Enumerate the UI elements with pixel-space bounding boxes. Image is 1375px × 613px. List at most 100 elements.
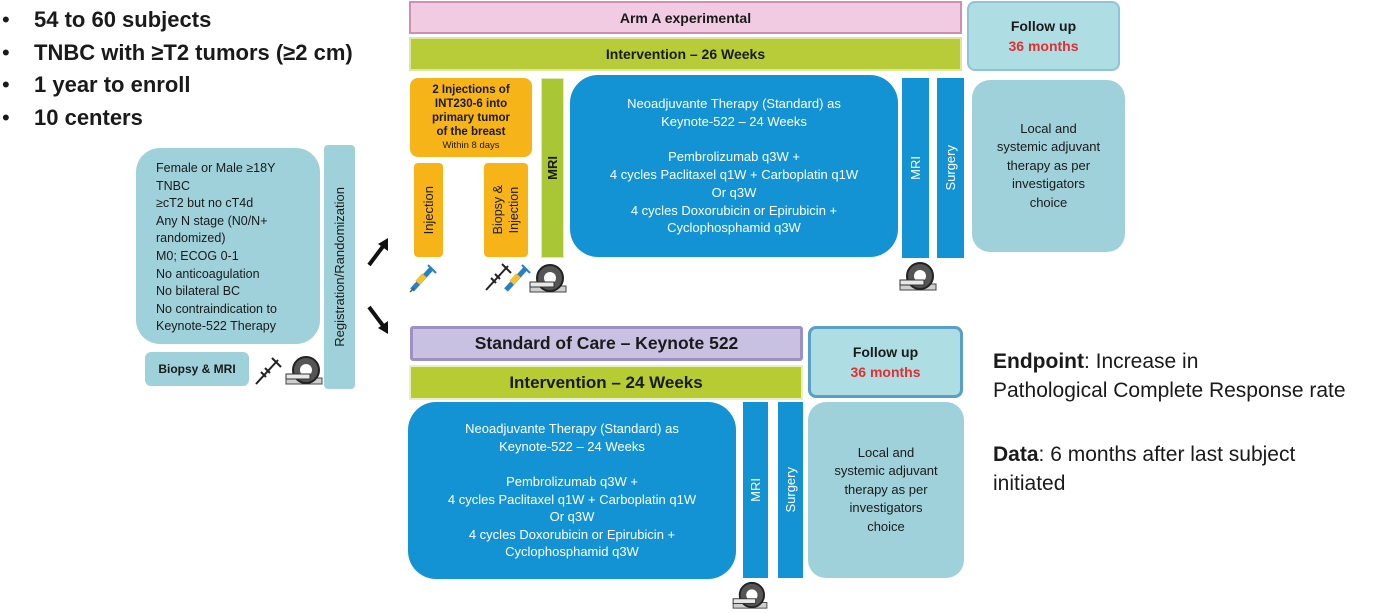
arm-a-intervention-bar: Intervention – 26 Weeks <box>409 37 962 71</box>
arm-b-adjuvant-box: Local and systemic adjuvant therapy as p… <box>808 402 964 578</box>
data-note-text: Data: 6 months after last subject initia… <box>993 440 1373 498</box>
arm-a-followup-box: Follow up 36 months <box>967 1 1120 71</box>
therapy-line: Pembrolizumab q3W + <box>506 474 638 490</box>
syringe-icon <box>255 357 282 385</box>
data-value: initiated <box>993 472 1066 495</box>
adjuvant-line: Local and <box>1020 120 1077 136</box>
mri-scanner-icon <box>285 356 323 385</box>
adjuvant-line: Local and <box>857 444 915 460</box>
eligibility-line: M0; ECOG 0-1 <box>156 248 239 263</box>
arm-b-therapy-box: Neoadjuvante Therapy (Standard) as Keyno… <box>408 402 736 579</box>
arm-a-adjuvant-box: Local and systemic adjuvant therapy as p… <box>972 80 1125 252</box>
mri-label: MRI <box>748 478 763 502</box>
arm-a-intervention-label: Intervention – 26 Weeks <box>605 46 766 62</box>
mri-label: MRI <box>545 156 560 180</box>
injections-line: 2 Injections of <box>432 83 510 96</box>
followup-months: 36 months <box>850 364 921 380</box>
therapy-line: 4 cycles Paclitaxel q1W + Carboplatin q1… <box>609 167 859 183</box>
adjuvant-line: choice <box>867 518 905 534</box>
therapy-line: 4 cycles Doxorubicin or Epirubicin + <box>468 526 676 542</box>
arm-a-title-bar: Arm A experimental <box>409 1 962 34</box>
data-label: Data <box>993 443 1039 466</box>
biopsy-injection-line: Biopsy & <box>491 185 505 235</box>
followup-months: 36 months <box>1008 38 1079 54</box>
bullet-enroll: 1 year to enroll <box>0 69 380 102</box>
injections-line: primary tumor <box>432 111 510 124</box>
screening-label: Biopsy & MRI <box>158 362 236 376</box>
arm-a-mri-bar-1: MRI <box>541 78 564 258</box>
followup-title: Follow up <box>852 344 919 360</box>
injection-label: Injection <box>421 185 436 235</box>
arm-a-surgery-bar: Surgery <box>937 78 964 258</box>
eligibility-line: Female or Male ≥18Y <box>156 161 276 175</box>
surgery-label: Surgery <box>783 467 798 513</box>
adjuvant-line: systemic adjuvant <box>834 463 938 479</box>
syringe-icon <box>504 264 531 292</box>
therapy-line: Or q3W <box>549 509 595 525</box>
adjuvant-line: investigators <box>849 500 923 516</box>
adjuvant-line: therapy as per <box>844 481 928 497</box>
therapy-line: Or q3W <box>711 184 757 200</box>
screening-biopsy-mri-box: Biopsy & MRI <box>145 352 249 386</box>
arm-b-title: Standard of Care – Keynote 522 <box>474 333 739 353</box>
therapy-line: Cyclophosphamid q3W <box>667 220 801 236</box>
registration-label: Registration/Randomization <box>332 187 347 347</box>
injections-line: INT230-6 into <box>434 97 508 110</box>
injections-line: of the breast <box>436 125 506 138</box>
adjuvant-line: choice <box>1029 194 1068 210</box>
summary-bullets: 54 to 60 subjects TNBC with ≥T2 tumors (… <box>0 4 380 134</box>
therapy-line: 4 cycles Doxorubicin or Epirubicin + <box>630 202 838 218</box>
therapy-line: Keynote-522 – 24 Weeks <box>499 438 645 454</box>
arm-b-mri-bar: MRI <box>743 402 768 578</box>
adjuvant-line: systemic adjuvant <box>996 139 1101 155</box>
adjuvant-line: investigators <box>1012 176 1085 192</box>
arrow-down-right-icon <box>367 305 388 334</box>
therapy-line: Neoadjuvante Therapy (Standard) as <box>465 420 679 436</box>
eligibility-line: randomized) <box>156 231 226 246</box>
biopsy-injection-line: Injection <box>507 186 521 234</box>
arm-b-followup-box: Follow up 36 months <box>808 326 963 398</box>
surgery-label: Surgery <box>943 145 958 191</box>
injections-window: Within 8 days <box>442 139 500 151</box>
arm-b-title-bar: Standard of Care – Keynote 522 <box>410 326 803 361</box>
data-value: : 6 months after last subject <box>1038 443 1296 466</box>
eligibility-line: No contraindication to <box>156 301 277 316</box>
eligibility-line: TNBC <box>156 178 191 193</box>
mri-scanner-icon <box>529 264 567 293</box>
bullet-subjects: 54 to 60 subjects <box>0 4 380 37</box>
mri-label: MRI <box>908 156 923 180</box>
adjuvant-line: therapy as per <box>1006 157 1091 173</box>
syringe-icon <box>485 263 512 291</box>
eligibility-line: Keynote-522 Therapy <box>156 319 276 334</box>
mri-scanner-icon <box>732 581 768 609</box>
arm-a-biopsy-injection-bar: Biopsy & Injection <box>484 163 528 257</box>
syringe-icon <box>409 264 437 293</box>
arm-b-surgery-bar: Surgery <box>778 402 803 578</box>
mri-scanner-icon <box>899 262 937 291</box>
registration-randomization-bar: Registration/Randomization <box>324 145 355 389</box>
therapy-line: Pembrolizumab q3W + <box>668 149 800 165</box>
therapy-line: Cyclophosphamid q3W <box>505 544 639 560</box>
endpoint-value: Pathological Complete Response rate <box>993 379 1346 402</box>
therapy-line: 4 cycles Paclitaxel q1W + Carboplatin q1… <box>447 491 697 507</box>
arm-a-injections-box: 2 Injections of INT230-6 into primary tu… <box>410 78 532 157</box>
therapy-line: Neoadjuvante Therapy (Standard) as <box>627 95 841 111</box>
eligibility-line: No bilateral BC <box>156 284 241 299</box>
endpoint-text: Endpoint: Increase in Pathological Compl… <box>993 347 1373 405</box>
therapy-line: Keynote-522 – 24 Weeks <box>661 113 807 129</box>
bullet-tnbc: TNBC with ≥T2 tumors (≥2 cm) <box>0 37 380 70</box>
arm-a-therapy-box: Neoadjuvante Therapy (Standard) as Keyno… <box>570 75 898 257</box>
endpoint-value: : Increase in <box>1083 350 1199 373</box>
followup-title: Follow up <box>1010 18 1077 34</box>
eligibility-box: Female or Male ≥18Y TNBC ≥cT2 but no cT4… <box>136 148 320 344</box>
endpoint-label: Endpoint <box>993 350 1084 373</box>
arrow-up-right-icon <box>367 238 388 267</box>
arm-b-intervention-label: Intervention – 24 Weeks <box>509 372 703 392</box>
bullet-centers: 10 centers <box>0 102 380 135</box>
arm-a-title: Arm A experimental <box>619 9 752 26</box>
biopsy-injection-label: Biopsy & Injection <box>490 185 522 234</box>
arm-a-mri-bar-2: MRI <box>902 78 929 258</box>
arm-a-injection-bar: Injection <box>414 163 443 257</box>
eligibility-line: Any N stage (N0/N+ <box>156 213 268 228</box>
eligibility-line: No anticoagulation <box>156 266 260 281</box>
